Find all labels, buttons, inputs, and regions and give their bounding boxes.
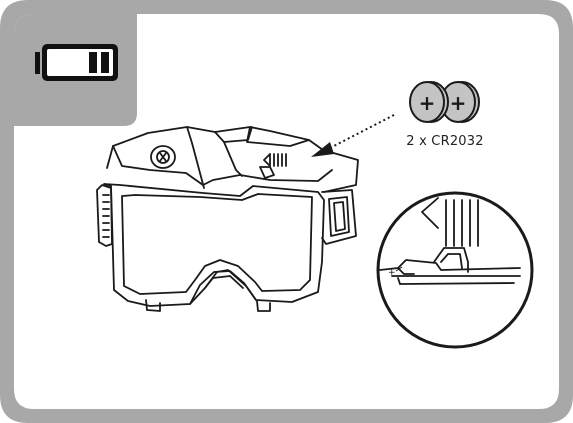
- coin-plus-right: +: [450, 91, 467, 115]
- detail-polarity-symbol: +: [388, 268, 396, 278]
- coin-battery-icon: + +: [409, 81, 480, 123]
- goggles-illustration: [96, 126, 359, 312]
- battery-quantity-label: 2 x CR2032: [406, 134, 484, 149]
- battery-low-icon: [35, 44, 118, 81]
- coin-plus-left: +: [419, 91, 436, 115]
- detail-magnifier: +: [376, 191, 534, 349]
